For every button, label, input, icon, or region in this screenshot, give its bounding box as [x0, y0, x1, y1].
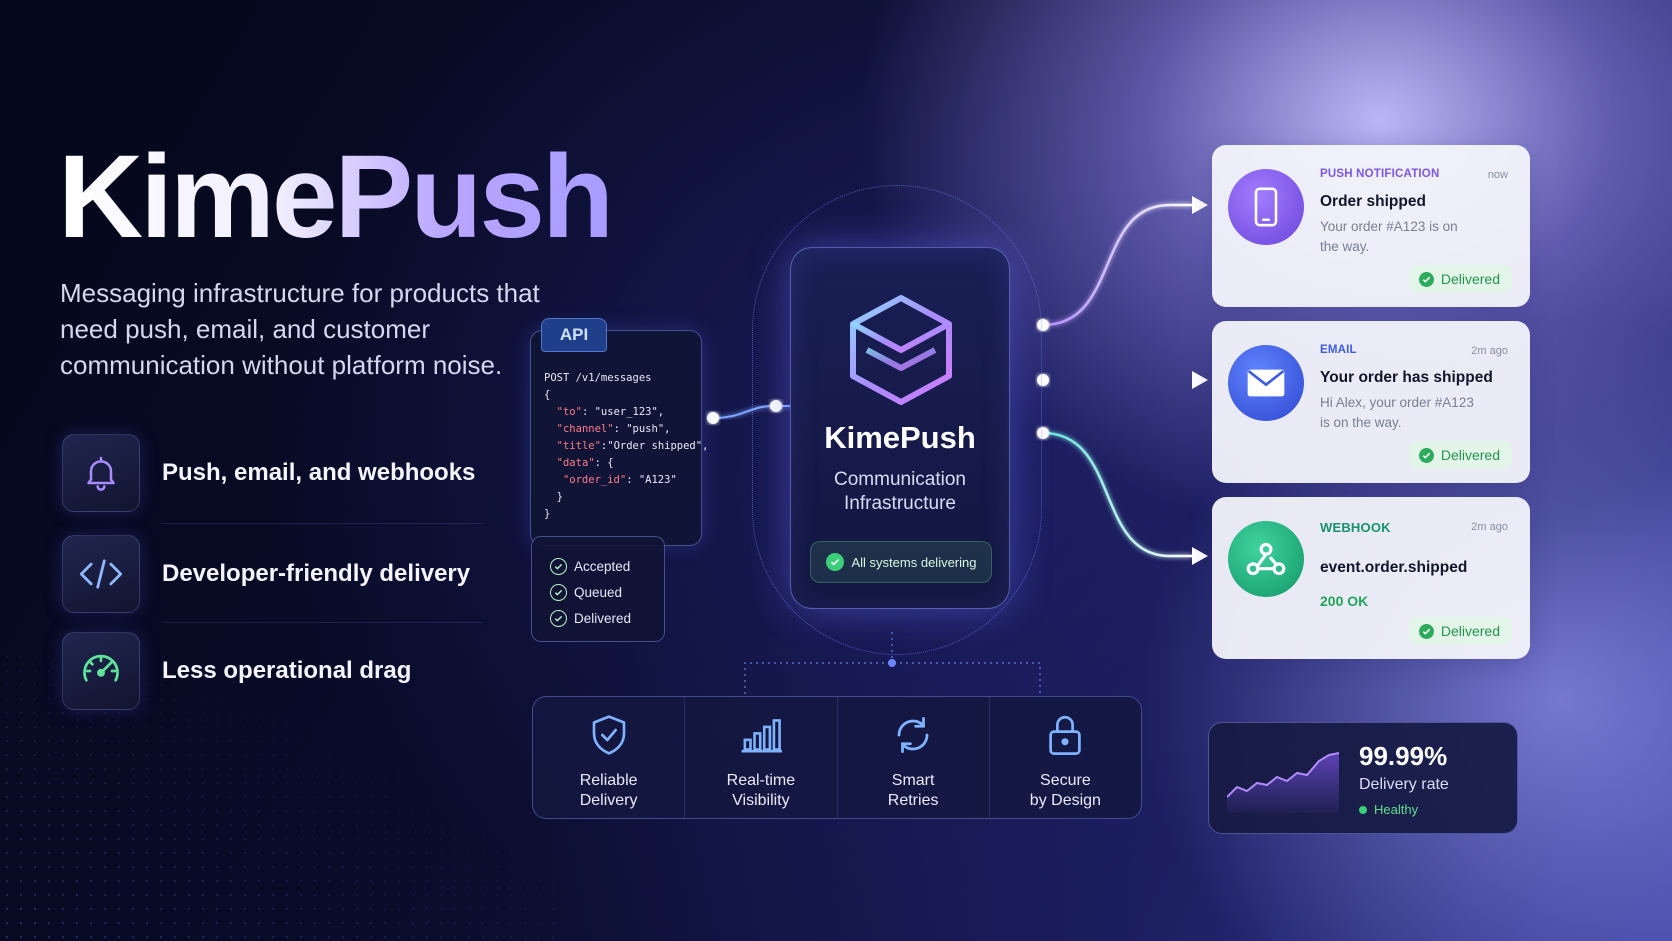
speedometer-icon — [62, 632, 140, 710]
capabilities-bar: Reliable Delivery Real-time Visibility S… — [532, 696, 1142, 819]
feature-developer: Developer-friendly delivery — [62, 535, 492, 613]
check-circle-icon — [550, 609, 567, 627]
notification-title: Order shipped — [1320, 193, 1426, 210]
notification-type: PUSH NOTIFICATION — [1320, 168, 1440, 180]
retry-icon — [892, 713, 934, 757]
envelope-icon — [1228, 345, 1304, 421]
feature-label: Less operational drag — [162, 657, 412, 684]
tagline: Messaging infrastructure for products th… — [60, 278, 540, 380]
check-circle-icon — [1418, 623, 1434, 639]
bell-icon — [62, 434, 140, 512]
notification-body: Your order #A123 is on the way. — [1320, 219, 1458, 254]
status-accepted: Accepted — [550, 553, 664, 579]
bar-chart-icon — [740, 713, 782, 757]
feature-divider — [162, 622, 482, 623]
delivered-badge: Delivered — [1408, 441, 1512, 469]
delivery-rate-value: 99.99% — [1359, 741, 1448, 771]
health-indicator: Healthy — [1359, 802, 1418, 817]
notification-title: Your order has shipped — [1320, 369, 1493, 386]
core-title: KimePush — [824, 420, 976, 455]
feature-multichannel: Push, email, and webhooks — [62, 434, 492, 512]
notification-time: now — [1487, 169, 1508, 181]
capability-smart-retries: Smart Retries — [838, 697, 990, 818]
delivery-rate-label: Delivery rate — [1359, 776, 1449, 793]
notification-type: WEBHOOK — [1320, 520, 1391, 535]
check-circle-icon — [1418, 447, 1434, 463]
core-subtitle: Communication Infrastructure — [834, 469, 966, 514]
sparkline-chart — [1227, 752, 1339, 813]
status-dot — [1359, 805, 1367, 814]
notification-card-push[interactable]: PUSH NOTIFICATION now Order shipped Your… — [1212, 145, 1530, 307]
status-queued: Queued — [550, 579, 664, 605]
notification-time: 2m ago — [1471, 521, 1508, 533]
api-code-snippet: POST /v1/messages { "to": "user_123", "c… — [544, 372, 709, 520]
system-status-badge: All systems delivering — [810, 541, 992, 583]
api-tab[interactable]: API — [541, 318, 607, 352]
capability-secure-by-design: Secure by Design — [990, 697, 1141, 818]
feature-label: Developer-friendly delivery — [162, 560, 471, 587]
capability-realtime-visibility: Real-time Visibility — [685, 697, 838, 818]
notification-type: EMAIL — [1320, 344, 1357, 356]
status-delivered: Delivered — [550, 605, 664, 631]
code-icon — [62, 535, 140, 613]
notification-card-email[interactable]: EMAIL 2m ago Your order has shipped Hi A… — [1212, 321, 1530, 483]
lock-icon — [1046, 713, 1084, 757]
delivery-rate-card: 99.99% Delivery rate Healthy — [1208, 722, 1518, 834]
notification-time: 2m ago — [1471, 345, 1508, 357]
delivered-badge: Delivered — [1408, 265, 1512, 293]
check-circle-icon — [825, 553, 844, 571]
notification-body: Hi Alex, your order #A123 is on the way. — [1320, 395, 1474, 430]
feature-operations: Less operational drag — [62, 632, 492, 710]
webhook-icon — [1228, 521, 1304, 597]
api-request-panel — [530, 330, 702, 546]
check-circle-icon — [550, 557, 567, 575]
feature-divider — [162, 523, 482, 524]
notification-title: event.order.shipped — [1320, 559, 1468, 576]
capability-reliable-delivery: Reliable Delivery — [533, 697, 686, 818]
core-halo-ring — [752, 185, 1042, 655]
shield-check-icon — [589, 713, 629, 757]
feature-label: Push, email, and webhooks — [162, 459, 476, 486]
check-circle-icon — [1418, 271, 1434, 287]
delivered-badge: Delivered — [1408, 617, 1512, 645]
brand-title: KimePush — [58, 131, 614, 263]
webhook-response: 200 OK — [1320, 593, 1369, 609]
cube-logo-icon — [850, 295, 952, 405]
notification-card-webhook[interactable]: WEBHOOK 2m ago event.order.shipped 200 O… — [1212, 497, 1530, 659]
phone-icon — [1228, 169, 1304, 245]
check-circle-icon — [550, 583, 567, 601]
delivery-status-list: Accepted Queued Delivered — [531, 536, 665, 642]
